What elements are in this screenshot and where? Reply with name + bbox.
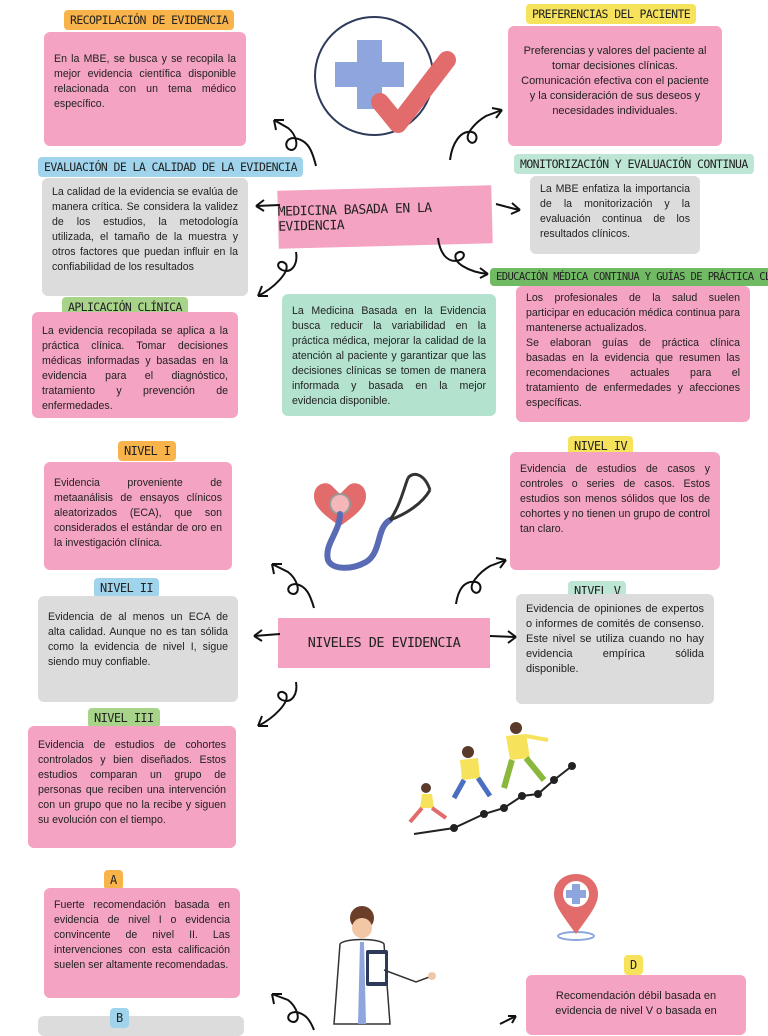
educacion-title: Educación médica continua y guías de prá… (490, 268, 768, 286)
curly-arrow-icon (437, 237, 489, 279)
curly-arrow-icon (257, 251, 298, 297)
people-climbing-chart-icon (408, 722, 576, 835)
gradeA-title: A (104, 870, 123, 890)
nivel4-text: Evidencia de estudios de casos y control… (520, 463, 710, 535)
nivel2-box: Evidencia de al menos un ECA de alta cal… (38, 596, 238, 702)
nivel5-box: Evidencia de opiniones de expertos o inf… (516, 594, 714, 704)
preferencias-box: Preferencias y valores del paciente al t… (508, 26, 722, 146)
evaluacion-box: La calidad de la evidencia se evalúa de … (42, 178, 248, 296)
nivel2-text: Evidencia de al menos un ECA de alta cal… (48, 611, 228, 668)
evaluacion-title: Evaluación de la calidad de la evidencia (38, 157, 303, 177)
nivel3-text: Evidencia de estudios de cohortes contro… (38, 739, 226, 826)
arrow-left-icon (255, 199, 281, 212)
heart-stethoscope-icon (314, 472, 432, 571)
educacion-text-1: Los profesionales de la salud suelen par… (526, 292, 740, 334)
central-title-niveles: Niveles de evidencia (278, 618, 490, 668)
recopilacion-title: Recopilación de evidencia (64, 10, 235, 30)
recopilacion-text: En la MBE, se busca y se recopila la mej… (54, 53, 236, 110)
mbe-description-text: La Medicina Basada en la Evidencia busca… (292, 305, 486, 407)
preferencias-text: Preferencias y valores del paciente al t… (521, 45, 709, 117)
aplicacion-box: La evidencia recopilada se aplica a la p… (32, 312, 238, 418)
monitorizacion-box: La MBE enfatiza la importancia de la mon… (530, 176, 700, 254)
arrow-right-icon (489, 630, 517, 644)
gradeD-title: D (624, 955, 643, 975)
gradeD-text: Recomendación débil basada en evidencia … (555, 990, 717, 1017)
nivel4-title: Nivel IV (568, 436, 633, 456)
monitorizacion-text: La MBE enfatiza la importancia de la mon… (540, 183, 690, 240)
arrow-left-icon (253, 629, 281, 642)
evaluacion-text: La calidad de la evidencia se evalúa de … (52, 186, 238, 273)
preferencias-title: Preferencias del paciente (526, 4, 697, 24)
nivel3-box: Evidencia de estudios de cohortes contro… (28, 726, 236, 848)
recopilacion-box: En la MBE, se busca y se recopila la mej… (44, 32, 246, 146)
location-pin-cross-icon (554, 874, 598, 941)
nivel1-box: Evidencia proveniente de metaanálisis de… (44, 462, 232, 570)
aplicacion-text: La evidencia recopilada se aplica a la p… (42, 325, 228, 412)
arrow-right-icon (499, 1015, 517, 1025)
curly-arrow-icon (455, 557, 507, 605)
curly-arrow-icon (273, 119, 317, 167)
gradeB-box (38, 1016, 244, 1036)
curly-arrow-icon (449, 107, 503, 161)
gradeA-text: Fuerte recomendación basada en evidencia… (54, 899, 230, 971)
curly-arrow-icon (271, 563, 315, 609)
mbe-description-box: La Medicina Basada en la Evidencia busca… (282, 294, 496, 416)
educacion-box: Los profesionales de la salud suelen par… (516, 286, 750, 422)
curly-arrow-icon (271, 993, 315, 1031)
curly-arrow-icon (257, 681, 298, 727)
gradeA-box: Fuerte recomendación basada en evidencia… (44, 888, 240, 998)
monitorizacion-title: Monitorización y evaluación continua (514, 154, 754, 174)
gradeD-box: Recomendación débil basada en evidencia … (526, 975, 746, 1035)
arrow-right-icon (495, 202, 521, 215)
nivel1-text: Evidencia proveniente de metaanálisis de… (54, 477, 222, 549)
doctor-clipboard-icon (333, 906, 436, 1025)
gradeB-title: B (110, 1008, 129, 1028)
nivel4-box: Evidencia de estudios de casos y control… (510, 452, 720, 570)
nivel2-title: Nivel II (94, 578, 159, 598)
nivel5-text: Evidencia de opiniones de expertos o inf… (526, 603, 704, 675)
nivel3-title: Nivel III (88, 708, 160, 728)
nivel1-title: Nivel I (118, 441, 177, 461)
educacion-text-2: Se elaboran guías de práctica clínica ba… (526, 337, 740, 409)
medical-cross-check-icon (314, 16, 456, 136)
